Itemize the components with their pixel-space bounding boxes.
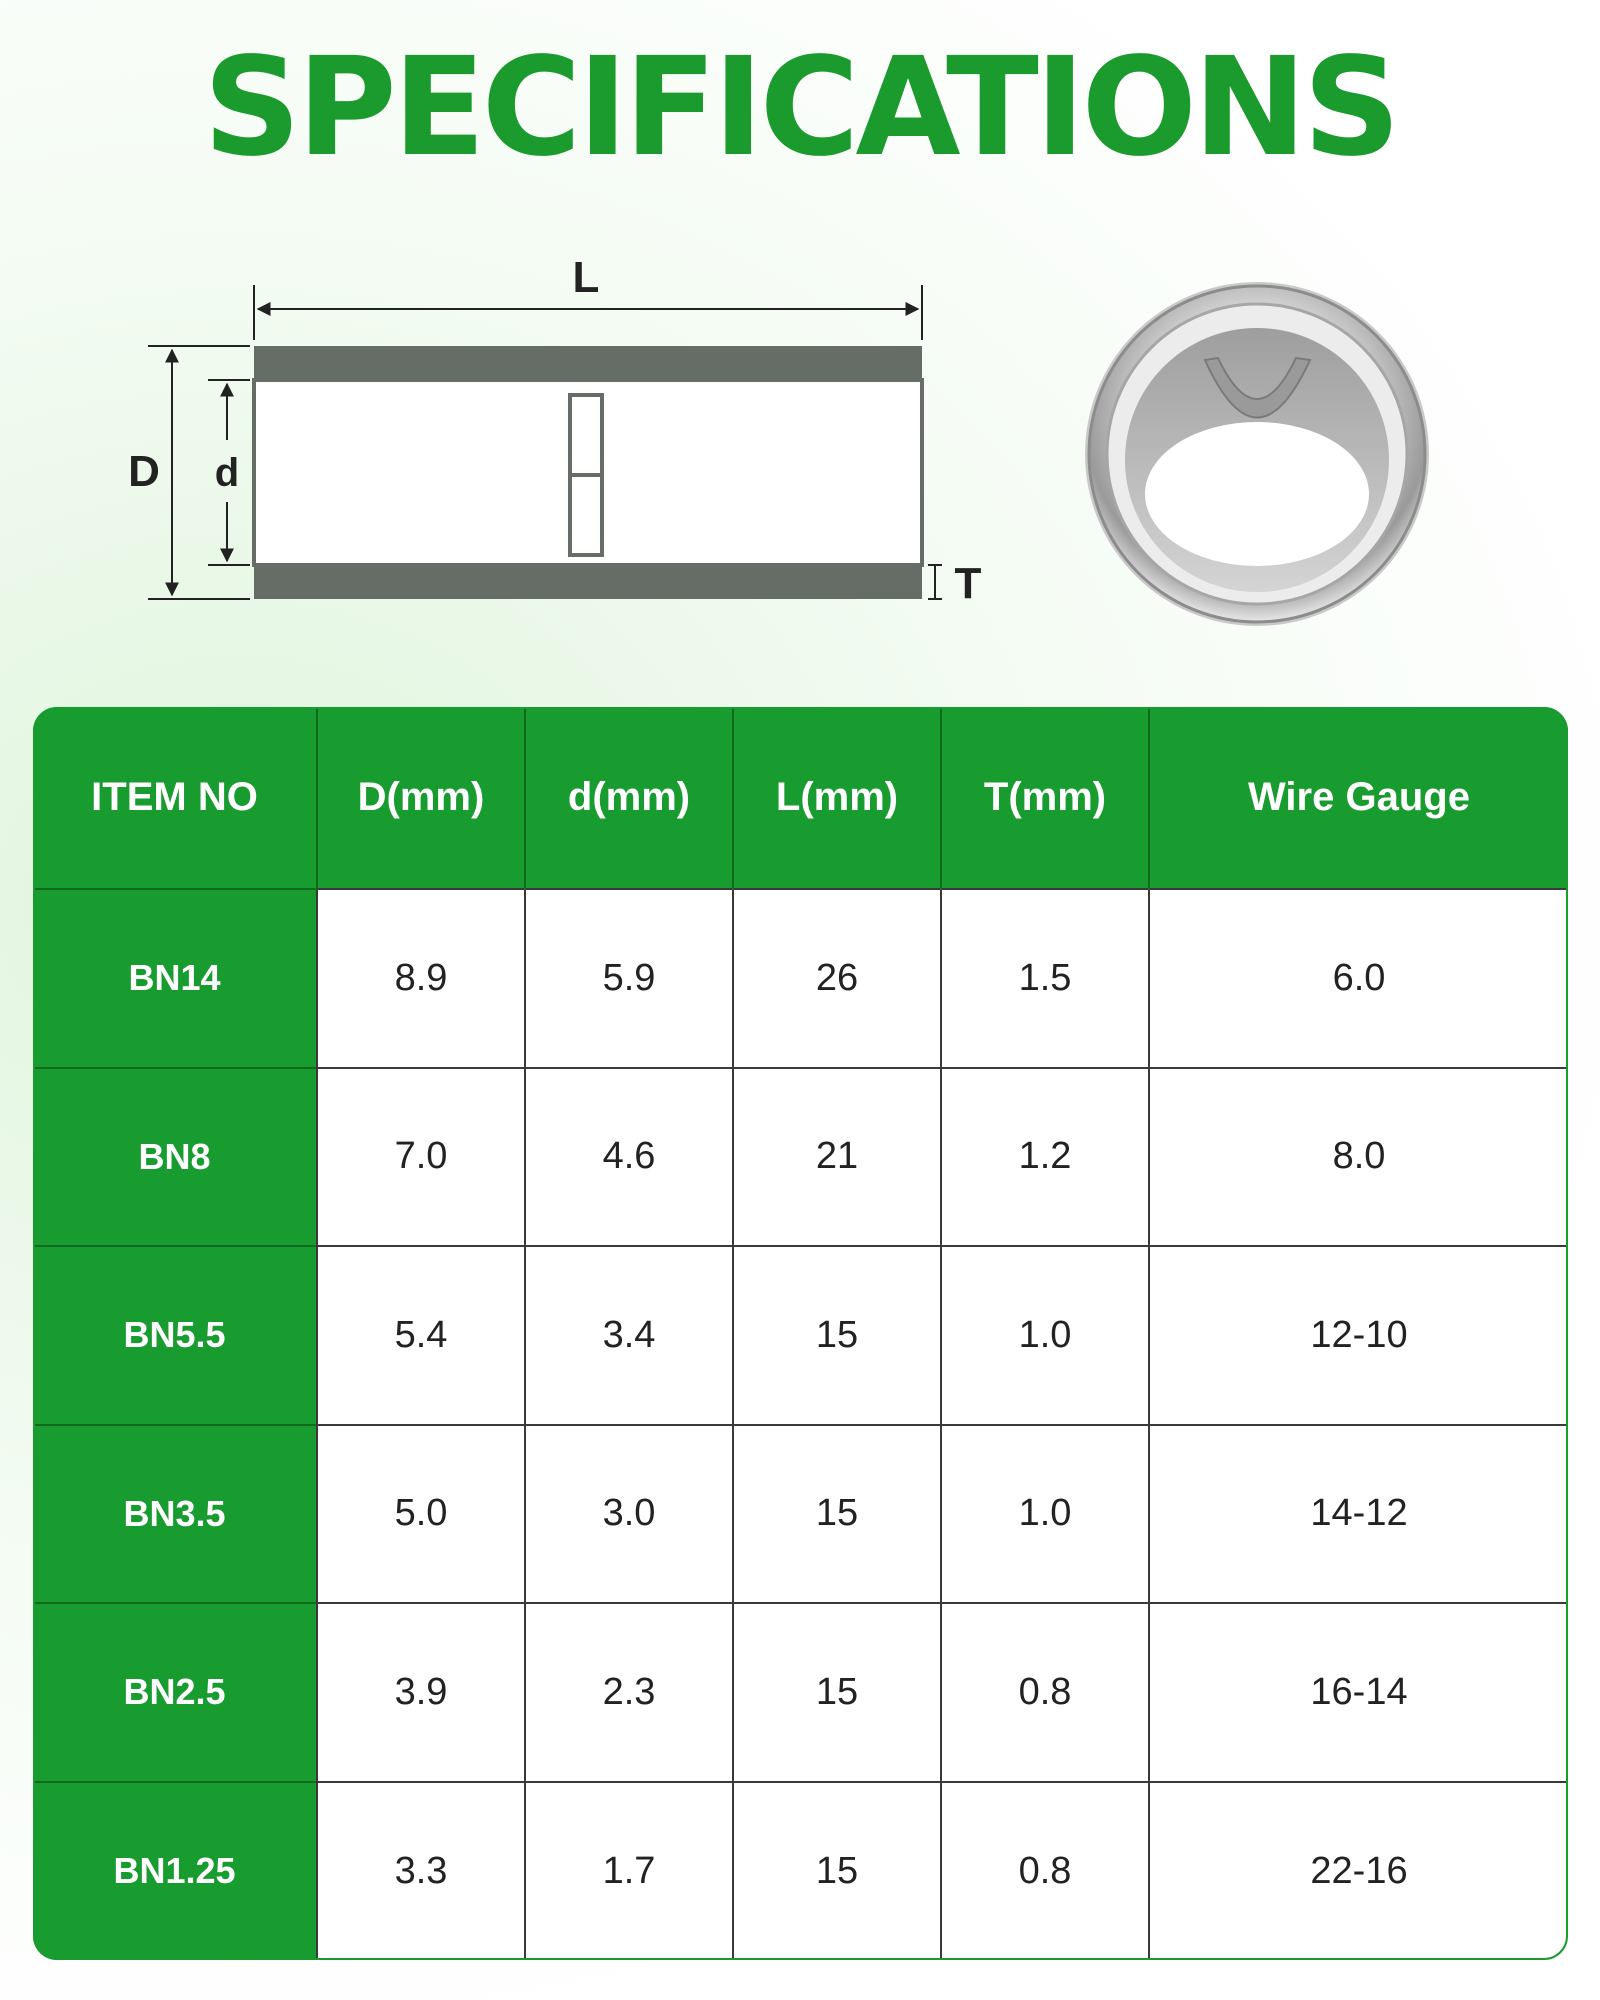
inner-diameter-cell: 5.9 [524,888,733,1068]
length-cell: 15 [732,1780,941,1960]
inner-diameter-cell: 3.4 [524,1245,733,1425]
outer-diameter-cell: 5.0 [316,1423,525,1603]
outer-diameter-cell: 3.3 [316,1780,525,1960]
thickness-cell: 1.0 [940,1245,1149,1425]
table-row: BN1.25 3.3 1.7 15 0.8 22-16 [33,1780,1568,1960]
outer-diameter-cell: 5.4 [316,1245,525,1425]
label-outer-diameter: D [128,447,160,496]
thickness-cell: 1.5 [940,888,1149,1068]
outer-diameter-cell: 7.0 [316,1066,525,1246]
wire-gauge-cell: 14-12 [1148,1423,1568,1603]
column-header: Wire Gauge [1149,707,1568,889]
label-length: L [573,253,600,302]
table-row: BN8 7.0 4.6 21 1.2 8.0 [33,1066,1568,1246]
table-row: BN14 8.9 5.9 26 1.5 6.0 [33,888,1568,1068]
thickness-cell: 0.8 [940,1780,1149,1960]
thickness-cell: 1.0 [940,1423,1149,1603]
outer-diameter-cell: 8.9 [316,888,525,1068]
length-cell: 15 [732,1245,941,1425]
thickness-cell: 0.8 [940,1602,1149,1782]
column-header: T(mm) [941,707,1150,889]
inner-diameter-cell: 4.6 [524,1066,733,1246]
column-header: d(mm) [525,707,734,889]
item-no-cell: BN5.5 [33,1245,317,1425]
column-header: D(mm) [317,707,526,889]
specifications-table: ITEM NO D(mm) d(mm) L(mm) T(mm) Wire Gau… [33,707,1568,1960]
label-thickness: T [955,559,982,608]
wire-gauge-cell: 8.0 [1148,1066,1568,1246]
outer-diameter-cell: 3.9 [316,1602,525,1782]
wire-gauge-cell: 16-14 [1148,1602,1568,1782]
length-cell: 21 [732,1066,941,1246]
item-no-cell: BN2.5 [33,1602,317,1782]
inner-diameter-cell: 3.0 [524,1423,733,1603]
table-row: BN3.5 5.0 3.0 15 1.0 14-12 [33,1423,1568,1603]
wire-gauge-cell: 6.0 [1148,888,1568,1068]
wire-gauge-cell: 22-16 [1148,1780,1568,1960]
tube-top-wall [254,346,922,380]
column-header: ITEM NO [33,707,318,889]
thickness-cell: 1.2 [940,1066,1149,1246]
connector-dimension-diagram: L D d T [128,253,1429,626]
item-no-cell: BN3.5 [33,1423,317,1603]
item-no-cell: BN8 [33,1066,317,1246]
table-row: BN5.5 5.4 3.4 15 1.0 12-10 [33,1245,1568,1425]
column-header: L(mm) [733,707,942,889]
length-cell: 26 [732,888,941,1068]
tube-bottom-wall [254,565,922,599]
table-header-row: ITEM NO D(mm) d(mm) L(mm) T(mm) Wire Gau… [33,707,1568,889]
tube-side-view [252,346,924,599]
item-no-cell: BN1.25 [33,1780,317,1960]
tube-bore [252,378,924,567]
table-row: BN2.5 3.9 2.3 15 0.8 16-14 [33,1602,1568,1782]
center-stop-tab [1203,356,1312,419]
wire-gauge-cell: 12-10 [1148,1245,1568,1425]
inner-diameter-cell: 2.3 [524,1602,733,1782]
connector-end-view [1085,282,1429,626]
length-cell: 15 [732,1602,941,1782]
label-inner-diameter: d [215,451,239,495]
inner-diameter-cell: 1.7 [524,1780,733,1960]
item-no-cell: BN14 [33,888,317,1068]
length-cell: 15 [732,1423,941,1603]
page-title: SPECIFICATIONS [203,29,1401,187]
